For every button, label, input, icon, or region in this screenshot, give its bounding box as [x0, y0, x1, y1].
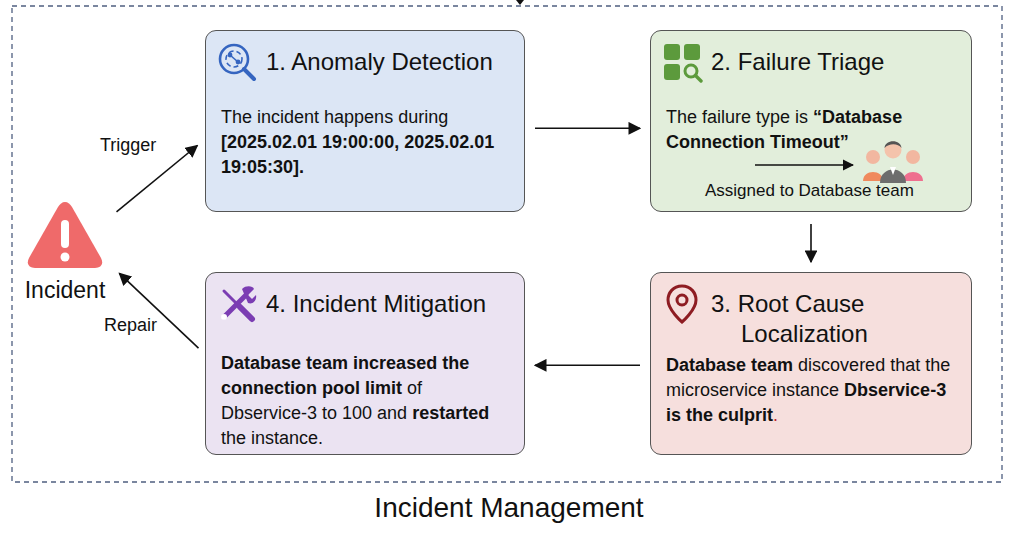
- box-header: 4. Incident Mitigation: [206, 273, 524, 325]
- flow-arrow: [810, 224, 812, 262]
- incoming-arrowhead: [516, 0, 524, 5]
- diagram-caption: Incident Management: [0, 490, 1018, 526]
- tools-icon: [216, 283, 258, 325]
- detection-icon: [216, 41, 258, 83]
- flow-arrow: [535, 364, 640, 366]
- body-text: [2025.02.01 19:00:00, 2025.02.01 19:05:3…: [221, 132, 494, 177]
- body-text: the instance.: [221, 428, 323, 448]
- body-text: The incident happens during: [221, 107, 448, 127]
- flow-arrow: [535, 128, 640, 130]
- box-heading: 4. Incident Mitigation: [266, 283, 486, 319]
- assign-illustration: [755, 131, 925, 187]
- box-heading: 1. Anomaly Detection: [266, 41, 493, 77]
- triage-icon: [661, 41, 703, 83]
- box-header: 2. Failure Triage: [651, 31, 971, 83]
- process-box: 4. Incident MitigationDatabase team incr…: [205, 272, 525, 455]
- incident-node: Incident: [15, 198, 115, 306]
- box-header: 1. Anomaly Detection: [206, 31, 524, 83]
- edge-label: Trigger: [100, 135, 156, 156]
- location-icon: [661, 283, 703, 325]
- box-body: Database team discovered that the micros…: [666, 353, 959, 428]
- warning-icon: [25, 198, 105, 270]
- box-body: The incident happens during [2025.02.01 1…: [221, 105, 512, 180]
- box-heading: 3. Root Cause Localization: [711, 283, 956, 349]
- body-text: The failure type is: [666, 107, 808, 127]
- dashed-frame: [12, 6, 1002, 482]
- process-box: 3. Root Cause LocalizationDatabase team …: [650, 272, 972, 455]
- process-box: 1. Anomaly DetectionThe incident happens…: [205, 30, 525, 212]
- incident-label: Incident: [15, 276, 115, 304]
- body-text: Database team: [666, 355, 793, 375]
- edge-label: Repair: [104, 315, 157, 336]
- flow-arrow: [117, 146, 198, 212]
- flow-arrow: [119, 273, 198, 348]
- box-heading: 2. Failure Triage: [711, 41, 884, 77]
- box-body: Database team increased the connection p…: [221, 351, 512, 451]
- box-body: The failure type is “Database Connection…: [666, 105, 959, 155]
- body-text: Database team: [221, 353, 348, 373]
- assignment-note: Assigned to Database team: [705, 181, 914, 201]
- body-text: restarted: [412, 403, 489, 423]
- process-box: 2. Failure TriageThe failure type is “Da…: [650, 30, 972, 212]
- box-header: 3. Root Cause Localization: [651, 273, 971, 349]
- body-text: .: [773, 405, 778, 425]
